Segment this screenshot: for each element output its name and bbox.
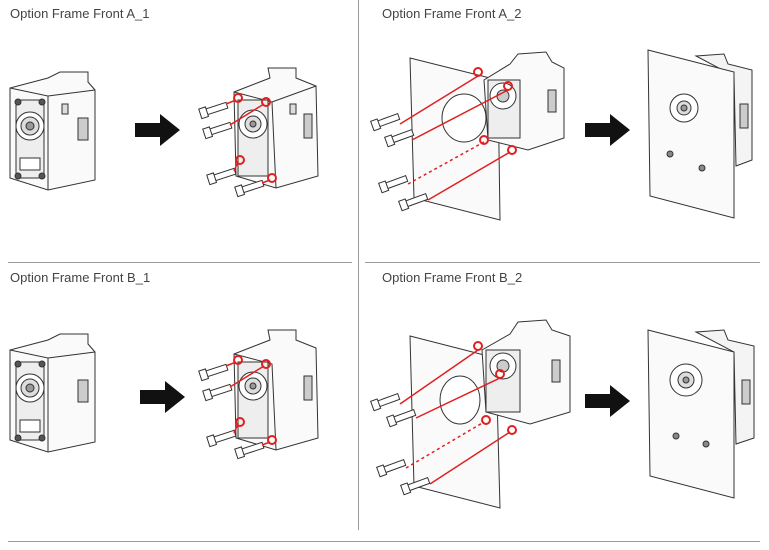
bolt-holes [233,93,277,183]
panel-b1: Option Frame Front B_1 [0,262,358,544]
servo-motor-illustration [233,329,319,451]
assembled-servo-illustration [647,329,755,499]
assembled-servo-illustration [647,49,753,219]
screws [370,113,429,212]
assembly-diagram [370,319,755,509]
panel-title: Option Frame Front B_2 [382,270,523,285]
servo-motor-illustration [9,71,96,191]
arrow-right-icon [585,385,630,417]
servo-motor-illustration [483,51,565,151]
bottom-divider [8,541,760,542]
vertical-divider [358,0,359,530]
servo-motor-illustration [233,67,319,189]
panel-a1: Option Frame Front A_1 [0,0,358,262]
horizontal-divider-left [8,262,352,263]
panel-title: Option Frame Front B_1 [10,270,151,285]
servo-motor-illustration [481,319,571,425]
arrow-right-icon [135,114,180,146]
panel-title: Option Frame Front A_1 [10,6,150,21]
arrow-right-icon [140,381,185,413]
bolt-holes [233,355,277,445]
servo-motor-illustration [9,333,96,453]
screws [198,363,265,460]
panel-b2: Option Frame Front B_2 [360,262,769,544]
assembly-diagram [370,49,753,221]
screws [198,101,265,198]
assembly-diagram [9,67,319,198]
assembly-diagram [9,329,319,460]
arrow-right-icon [585,114,630,146]
screws [370,393,431,496]
horizontal-divider-right [365,262,760,263]
panel-title: Option Frame Front A_2 [382,6,522,21]
panel-a2: Option Frame Front A_2 [360,0,769,262]
